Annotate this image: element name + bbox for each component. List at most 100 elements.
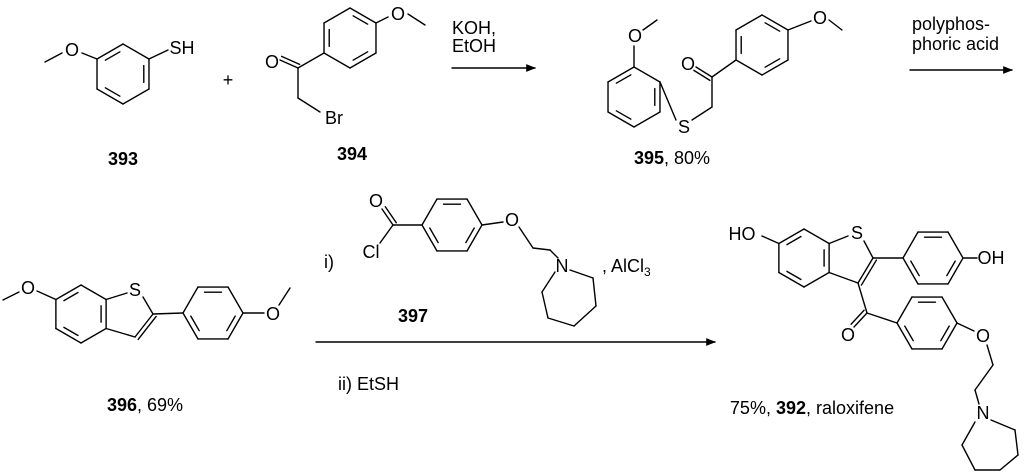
atom-oxygen: O bbox=[391, 4, 405, 24]
bond bbox=[828, 271, 859, 284]
ring-bond bbox=[122, 88, 150, 105]
ring-bond bbox=[227, 286, 244, 314]
ring-bond bbox=[466, 224, 483, 252]
bond bbox=[961, 421, 976, 446]
compound-396: O S O 396, 69% bbox=[21, 278, 280, 415]
compound-392-raloxifene: HO S OH O O N 75%, 392, raloxifene bbox=[729, 223, 1005, 423]
bond bbox=[999, 454, 1019, 471]
ring-bond bbox=[466, 198, 483, 226]
ring-bond bbox=[902, 257, 919, 285]
atom-oxygen: O bbox=[266, 304, 280, 324]
double-bond bbox=[850, 309, 865, 325]
reagent-koh: KOH, bbox=[452, 18, 496, 38]
ring-bond bbox=[902, 231, 919, 259]
ring-bond bbox=[323, 52, 351, 69]
atom-nitrogen: N bbox=[977, 403, 990, 423]
bond bbox=[691, 106, 713, 121]
ring-bond bbox=[122, 43, 150, 60]
bond bbox=[379, 224, 394, 244]
ring-bond bbox=[349, 7, 377, 24]
ring-bond bbox=[803, 228, 830, 245]
atom-hydroxyl: HO bbox=[729, 224, 756, 244]
compound-name: raloxifene bbox=[816, 398, 894, 418]
aromatic-inner-bond bbox=[190, 315, 200, 332]
bond bbox=[592, 277, 597, 307]
ring-bond bbox=[735, 14, 763, 31]
reagent-line-2: phoric acid bbox=[912, 34, 999, 54]
bond-layer bbox=[2, 7, 1019, 471]
double-bond bbox=[279, 59, 299, 69]
atom-oxygen: O bbox=[628, 26, 642, 46]
double-bond bbox=[693, 69, 711, 82]
compound-label: 75%, 392, raloxifene bbox=[730, 398, 894, 418]
step-ii-label: ii) EtSH bbox=[338, 374, 399, 394]
bond bbox=[297, 97, 321, 113]
bond bbox=[518, 226, 534, 249]
reagent-line-1: polyphos- bbox=[912, 14, 990, 34]
bond bbox=[974, 389, 980, 405]
aromatic-inner-bond bbox=[226, 315, 236, 332]
bond bbox=[105, 292, 128, 301]
aromatic-inner-bond bbox=[786, 235, 802, 246]
bond bbox=[547, 317, 575, 327]
bond bbox=[573, 305, 597, 327]
bond bbox=[148, 49, 169, 60]
compound-number: 393 bbox=[108, 149, 138, 169]
aromatic-inner-bond bbox=[786, 270, 802, 281]
ring-bond bbox=[182, 312, 199, 340]
ring-bond bbox=[633, 111, 661, 128]
aromatic-inner-bond bbox=[764, 22, 781, 32]
reagent-etoh: EtOH bbox=[452, 36, 496, 56]
aromatic-inner-bond bbox=[352, 15, 369, 25]
bond bbox=[297, 52, 325, 69]
double-bond bbox=[853, 312, 868, 328]
bond bbox=[659, 81, 677, 121]
ring-bond bbox=[96, 43, 124, 60]
atom-oxygen: O bbox=[265, 52, 279, 72]
atom-oxygen: O bbox=[369, 191, 383, 211]
ring-bond bbox=[947, 231, 964, 259]
atom-sulfur: S bbox=[129, 280, 141, 300]
bond bbox=[541, 271, 556, 293]
bond bbox=[142, 296, 154, 315]
compound-label: 396, 69% bbox=[107, 395, 183, 415]
bond bbox=[569, 269, 594, 279]
aromatic-inner-bond bbox=[352, 51, 369, 61]
compound-number: 392 bbox=[776, 398, 806, 418]
ring-bond bbox=[349, 52, 377, 69]
ring-bond bbox=[227, 312, 244, 340]
bond bbox=[866, 312, 898, 324]
bond bbox=[1014, 429, 1019, 456]
atom-oxygen: O bbox=[841, 325, 855, 345]
double-bond bbox=[134, 313, 154, 338]
atom-sulfur: S bbox=[851, 223, 863, 243]
atom-oxygen: O bbox=[505, 210, 519, 230]
aromatic-inner-bond bbox=[940, 325, 950, 342]
atom-oxygen: O bbox=[21, 278, 35, 298]
bond bbox=[481, 221, 504, 226]
aromatic-inner-bond bbox=[465, 227, 475, 244]
atom-oxygen: O bbox=[65, 40, 79, 60]
bond bbox=[642, 19, 658, 31]
aromatic-inner-bond bbox=[429, 227, 439, 244]
yield: 80% bbox=[674, 148, 710, 168]
ring-bond bbox=[633, 66, 661, 83]
bond bbox=[549, 249, 559, 259]
ring-bond bbox=[941, 322, 958, 350]
aromatic-inner-bond bbox=[63, 326, 79, 337]
compound-number: 394 bbox=[337, 144, 367, 164]
ring-bond bbox=[421, 224, 438, 252]
bond bbox=[956, 322, 975, 332]
bond bbox=[2, 291, 20, 301]
bond bbox=[787, 20, 812, 31]
double-bond bbox=[695, 66, 713, 78]
bond bbox=[711, 59, 737, 78]
plus-sign: + bbox=[223, 70, 234, 90]
bond bbox=[828, 235, 849, 245]
ring-bond bbox=[896, 296, 913, 324]
bond bbox=[105, 327, 136, 338]
ring-bond bbox=[182, 286, 199, 314]
bond bbox=[761, 235, 780, 245]
atom-thiol: SH bbox=[169, 38, 194, 58]
